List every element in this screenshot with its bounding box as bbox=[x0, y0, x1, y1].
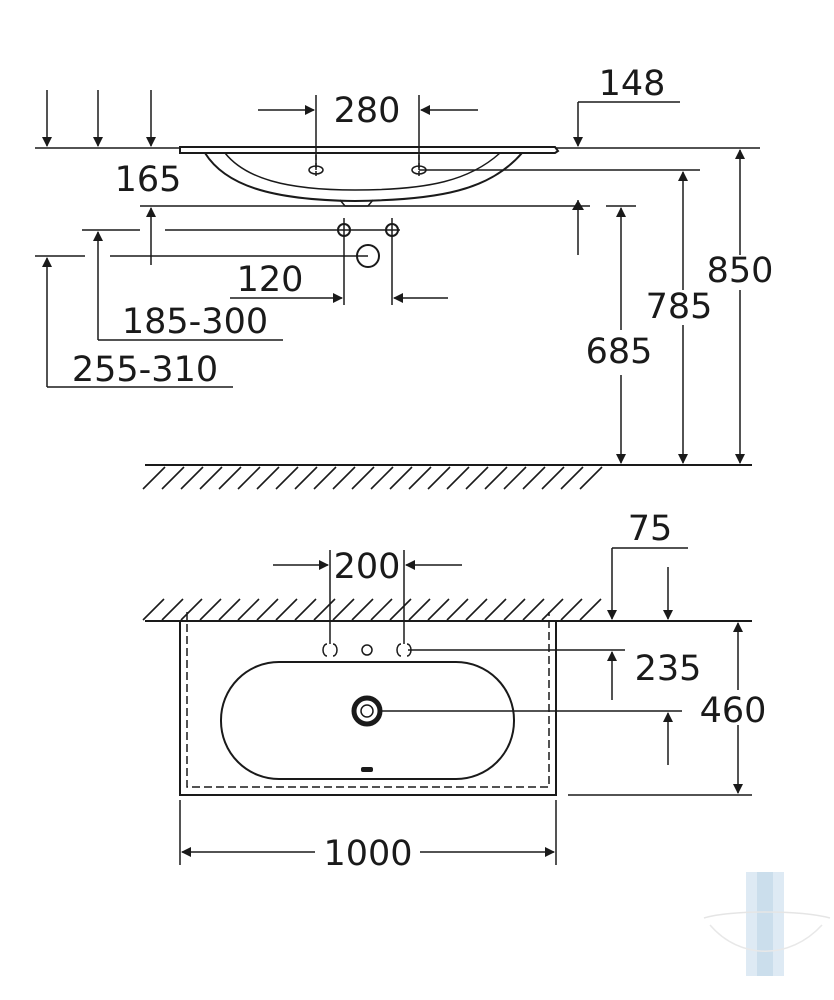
tap-hole-top-left bbox=[322, 643, 338, 657]
dim-width: 1000 bbox=[323, 834, 412, 874]
drain-top bbox=[351, 695, 383, 727]
hatch-stroke bbox=[332, 466, 356, 490]
hatch-stroke bbox=[465, 598, 488, 621]
hatch-stroke bbox=[446, 598, 469, 621]
dim-rim-height: 850 bbox=[707, 251, 774, 291]
basin-bowl-top bbox=[220, 661, 515, 780]
hatch-stroke bbox=[408, 598, 431, 621]
hatch-stroke bbox=[180, 598, 203, 621]
dim-supply-height-2: 255-310 bbox=[72, 350, 218, 390]
dim-basin-bottom-height: 785 bbox=[646, 287, 713, 327]
basin-outline-hidden bbox=[186, 612, 550, 788]
hatch-stroke bbox=[465, 466, 489, 490]
dim-tap-spacing-side: 280 bbox=[334, 91, 401, 131]
basin-rim bbox=[179, 146, 560, 154]
hatch-stroke bbox=[541, 598, 564, 621]
dim-wall-offset: 75 bbox=[628, 509, 673, 549]
hatch-stroke bbox=[199, 466, 223, 490]
hatch-stroke bbox=[351, 466, 375, 490]
dim-supply-height-1: 185-300 bbox=[122, 302, 268, 342]
hatch-stroke bbox=[560, 598, 583, 621]
hatch-stroke bbox=[275, 466, 299, 490]
hatch-stroke bbox=[180, 466, 204, 490]
hatch-stroke bbox=[351, 598, 374, 621]
hatch-stroke bbox=[579, 466, 603, 490]
side-view: 280 148 165 120 185-300 bbox=[35, 64, 774, 490]
hatch-stroke bbox=[522, 466, 546, 490]
hatch-stroke bbox=[294, 466, 318, 490]
top-view: 200 75 235 460 1000 bbox=[142, 509, 767, 874]
dim-tap-spacing-top: 200 bbox=[334, 547, 401, 587]
dim-depth: 460 bbox=[700, 691, 767, 731]
hatch-stroke bbox=[484, 466, 508, 490]
hatch-stroke bbox=[313, 598, 336, 621]
hatch-stroke bbox=[161, 598, 184, 621]
basin-outline-top bbox=[179, 621, 557, 796]
dim-drain-height: 685 bbox=[586, 332, 653, 372]
hatch-stroke bbox=[161, 466, 185, 490]
hatch-stroke bbox=[294, 598, 317, 621]
hatch-stroke bbox=[560, 466, 584, 490]
hatch-stroke bbox=[237, 598, 260, 621]
basin-bowl-profile bbox=[204, 152, 523, 203]
hatch-stroke bbox=[199, 598, 222, 621]
dim-drain-distance: 235 bbox=[635, 649, 702, 689]
hatch-stroke bbox=[370, 598, 393, 621]
hatch-stroke bbox=[389, 598, 412, 621]
hatch-stroke bbox=[579, 598, 602, 621]
hatch-stroke bbox=[503, 466, 527, 490]
hatch-stroke bbox=[275, 598, 298, 621]
hatch-stroke bbox=[332, 598, 355, 621]
hatch-stroke bbox=[541, 466, 565, 490]
overflow-slot bbox=[361, 767, 373, 772]
hatch-stroke bbox=[142, 598, 165, 621]
drain-top-inner bbox=[360, 704, 374, 718]
wall-hatching bbox=[142, 598, 602, 621]
hatch-stroke bbox=[218, 466, 242, 490]
hatch-stroke bbox=[256, 598, 279, 621]
hatch-stroke bbox=[522, 598, 545, 621]
hatch-stroke bbox=[389, 466, 413, 490]
dim-rim-overhang: 148 bbox=[599, 64, 666, 104]
hatch-stroke bbox=[313, 466, 337, 490]
hatch-stroke bbox=[370, 466, 394, 490]
watermark-logo bbox=[703, 872, 831, 976]
hatch-stroke bbox=[408, 466, 432, 490]
floor-hatching bbox=[142, 466, 603, 490]
hatch-stroke bbox=[218, 598, 241, 621]
hatch-stroke bbox=[427, 466, 451, 490]
hatch-stroke bbox=[446, 466, 470, 490]
dim-tap-hole-depth: 165 bbox=[115, 160, 182, 200]
hatch-stroke bbox=[256, 466, 280, 490]
drain-pipe bbox=[356, 244, 380, 268]
basin-bowl-inner bbox=[224, 152, 501, 191]
hatch-stroke bbox=[237, 466, 261, 490]
tap-hole-top-center bbox=[361, 644, 373, 656]
dim-drain-offset: 120 bbox=[237, 260, 304, 300]
hatch-stroke bbox=[142, 466, 166, 490]
hatch-stroke bbox=[503, 598, 526, 621]
hatch-stroke bbox=[484, 598, 507, 621]
hatch-stroke bbox=[427, 598, 450, 621]
